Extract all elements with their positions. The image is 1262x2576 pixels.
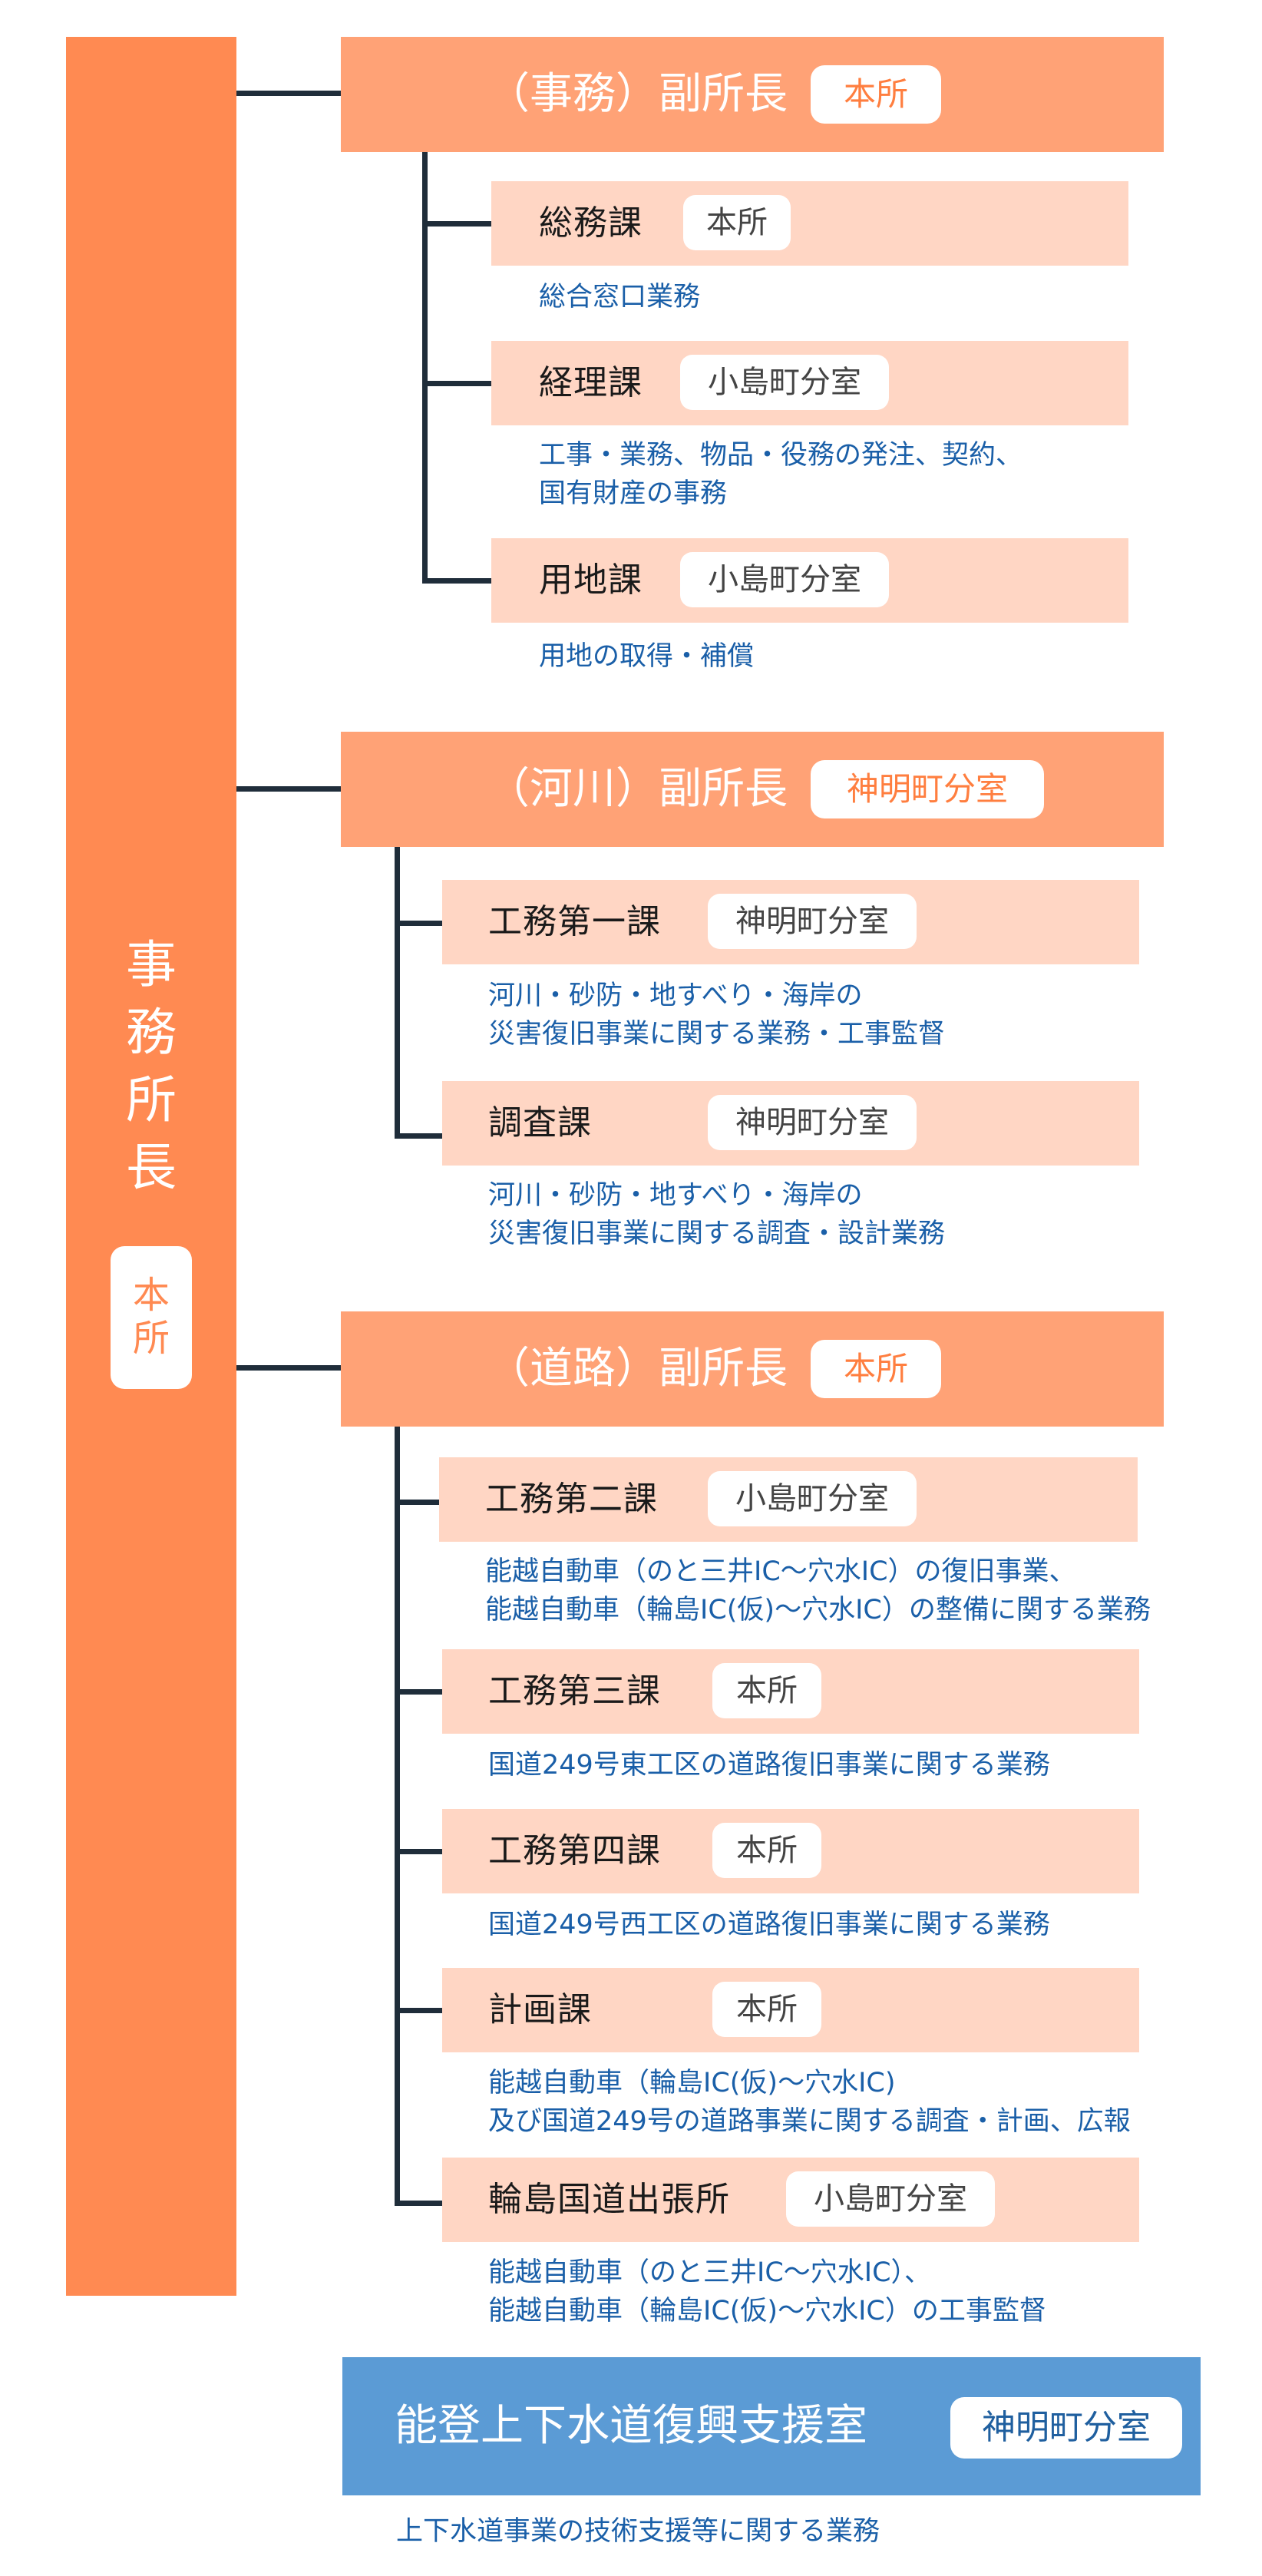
water-support-office: 能登上下水道復興支援室 神明町分室 (342, 2357, 1201, 2495)
section-name: 計画課 (488, 1990, 592, 2029)
connector-line (395, 847, 400, 1139)
section-location-badge: 小島町分室 (708, 1471, 917, 1526)
description-line: 能越自動車（のと三井IC～穴水IC）の復旧事業、 (485, 1556, 1076, 1587)
director-title: 事 務 所 長 (66, 931, 236, 1202)
section-location-badge: 小島町分室 (680, 355, 889, 410)
section-description: 用地の取得・補償 (539, 637, 754, 676)
section-name: 工務第二課 (485, 1480, 658, 1519)
deputy-location-badge: 本所 (811, 65, 941, 124)
deputy-location-badge: 本所 (811, 1340, 941, 1398)
section-works-2: 工務第二課 小島町分室 (439, 1457, 1138, 1542)
section-land: 用地課 小島町分室 (491, 538, 1128, 623)
section-description: 河川・砂防・地すべり・海岸の 災害復旧事業に関する調査・設計業務 (488, 1176, 945, 1253)
section-planning: 計画課 本所 (442, 1968, 1139, 2052)
section-accounting: 経理課 小島町分室 (491, 341, 1128, 425)
section-name: 調査課 (488, 1103, 592, 1143)
director-location-char: 本 (132, 1274, 170, 1317)
deputy-general-affairs: （事務）副所長 本所 (341, 37, 1164, 152)
section-works-3: 工務第三課 本所 (442, 1649, 1139, 1734)
deputy-title: （道路）副所長 (487, 1344, 788, 1394)
deputy-title: （事務）副所長 (487, 69, 788, 119)
section-description: 国道249号西工区の道路復旧事業に関する業務 (488, 1906, 1050, 1944)
section-location-badge: 小島町分室 (786, 2171, 995, 2227)
section-description: 工事・業務、物品・役務の発注、契約、 国有財産の事務 (539, 436, 1022, 513)
description-line: 河川・砂防・地すべり・海岸の (488, 1180, 863, 1211)
connector-line (422, 381, 491, 386)
connector-line (236, 786, 341, 792)
description-line: 国道249号東工区の道路復旧事業に関する業務 (488, 1750, 1050, 1781)
description-line: 河川・砂防・地すべり・海岸の (488, 980, 863, 1011)
connector-line (422, 578, 491, 584)
section-name: 経理課 (539, 363, 643, 402)
description-line: 国道249号西工区の道路復旧事業に関する業務 (488, 1910, 1050, 1940)
description-line: 工事・業務、物品・役務の発注、契約、 (539, 440, 1023, 471)
section-location-badge: 本所 (712, 1982, 821, 2037)
section-description: 国道249号東工区の道路復旧事業に関する業務 (488, 1746, 1050, 1784)
section-location-badge: 小島町分室 (680, 552, 889, 607)
section-works-4: 工務第四課 本所 (442, 1809, 1139, 1893)
section-location-badge: 神明町分室 (708, 894, 917, 949)
section-name: 用地課 (539, 561, 643, 600)
section-location-badge: 神明町分室 (708, 1095, 917, 1150)
description-line: 能越自動車（のと三井IC～穴水IC）、 (488, 2257, 932, 2288)
director-title-char: 所 (126, 1070, 177, 1129)
description-line: 能越自動車（輪島IC(仮)～穴水IC）の整備に関する業務 (485, 1595, 1151, 1625)
connector-line (422, 221, 491, 227)
description-line: 国有財産の事務 (539, 478, 728, 509)
description-line: 総合窓口業務 (539, 282, 701, 312)
deputy-road: （道路）副所長 本所 (341, 1311, 1164, 1427)
description-line: 能越自動車（輪島IC(仮)～穴水IC）の工事監督 (488, 2296, 1046, 2326)
section-description: 能越自動車（のと三井IC～穴水IC）の復旧事業、 能越自動車（輪島IC(仮)～穴… (485, 1553, 1151, 1629)
section-name: 工務第四課 (488, 1831, 661, 1870)
connector-line (395, 2008, 442, 2013)
description-line: 能越自動車（輪島IC(仮)～穴水IC) (488, 2068, 896, 2098)
deputy-title: （河川）副所長 (487, 764, 788, 814)
director-title-char: 務 (126, 1003, 177, 1062)
section-name: 工務第一課 (488, 902, 661, 941)
connector-line (395, 1133, 442, 1139)
connector-line (236, 91, 341, 96)
water-office-description: 上下水道事業の技術支援等に関する業務 (396, 2516, 880, 2547)
section-name: 総務課 (539, 203, 643, 243)
section-description: 河川・砂防・地すべり・海岸の 災害復旧事業に関する業務・工事監督 (488, 977, 945, 1053)
section-description: 能越自動車（輪島IC(仮)～穴水IC) 及び国道249号の道路事業に関する調査・… (488, 2064, 1131, 2141)
section-description: 能越自動車（のと三井IC～穴水IC）、 能越自動車（輪島IC(仮)～穴水IC）の… (488, 2254, 1046, 2330)
connector-line (395, 1849, 442, 1854)
director-location-char: 所 (132, 1317, 170, 1360)
water-office-title: 能登上下水道復興支援室 (395, 2401, 867, 2451)
section-location-badge: 本所 (712, 1663, 821, 1718)
description-line: 用地の取得・補償 (539, 641, 755, 672)
director-title-char: 長 (126, 1138, 177, 1197)
description-line: 災害復旧事業に関する調査・設計業務 (488, 1219, 946, 1249)
section-location-badge: 本所 (683, 195, 791, 250)
director-title-char: 事 (126, 935, 177, 994)
deputy-river: （河川）副所長 神明町分室 (341, 732, 1164, 847)
section-name: 工務第三課 (488, 1672, 661, 1711)
director-box: 事 務 所 長 本 所 (66, 37, 236, 2296)
water-office-location-badge: 神明町分室 (950, 2397, 1182, 2459)
section-general: 総務課 本所 (491, 181, 1128, 266)
connector-line (236, 1365, 341, 1371)
connector-line (395, 2201, 442, 2206)
section-name: 輪島国道出張所 (488, 2180, 730, 2219)
section-wajima-office: 輪島国道出張所 小島町分室 (442, 2158, 1139, 2242)
section-works-1: 工務第一課 神明町分室 (442, 880, 1139, 964)
description-line: 災害復旧事業に関する業務・工事監督 (488, 1019, 946, 1050)
section-location-badge: 本所 (712, 1823, 821, 1878)
description-line: 及び国道249号の道路事業に関する調査・計画、広報 (488, 2106, 1131, 2137)
connector-line (395, 1427, 400, 2206)
connector-line (422, 152, 428, 584)
section-survey: 調査課 神明町分室 (442, 1081, 1139, 1166)
connector-line (395, 1500, 442, 1505)
deputy-location-badge: 神明町分室 (811, 760, 1044, 818)
connector-line (395, 1689, 442, 1695)
director-location-badge: 本 所 (111, 1246, 192, 1389)
section-description: 総合窓口業務 (539, 278, 700, 316)
connector-line (395, 921, 442, 926)
